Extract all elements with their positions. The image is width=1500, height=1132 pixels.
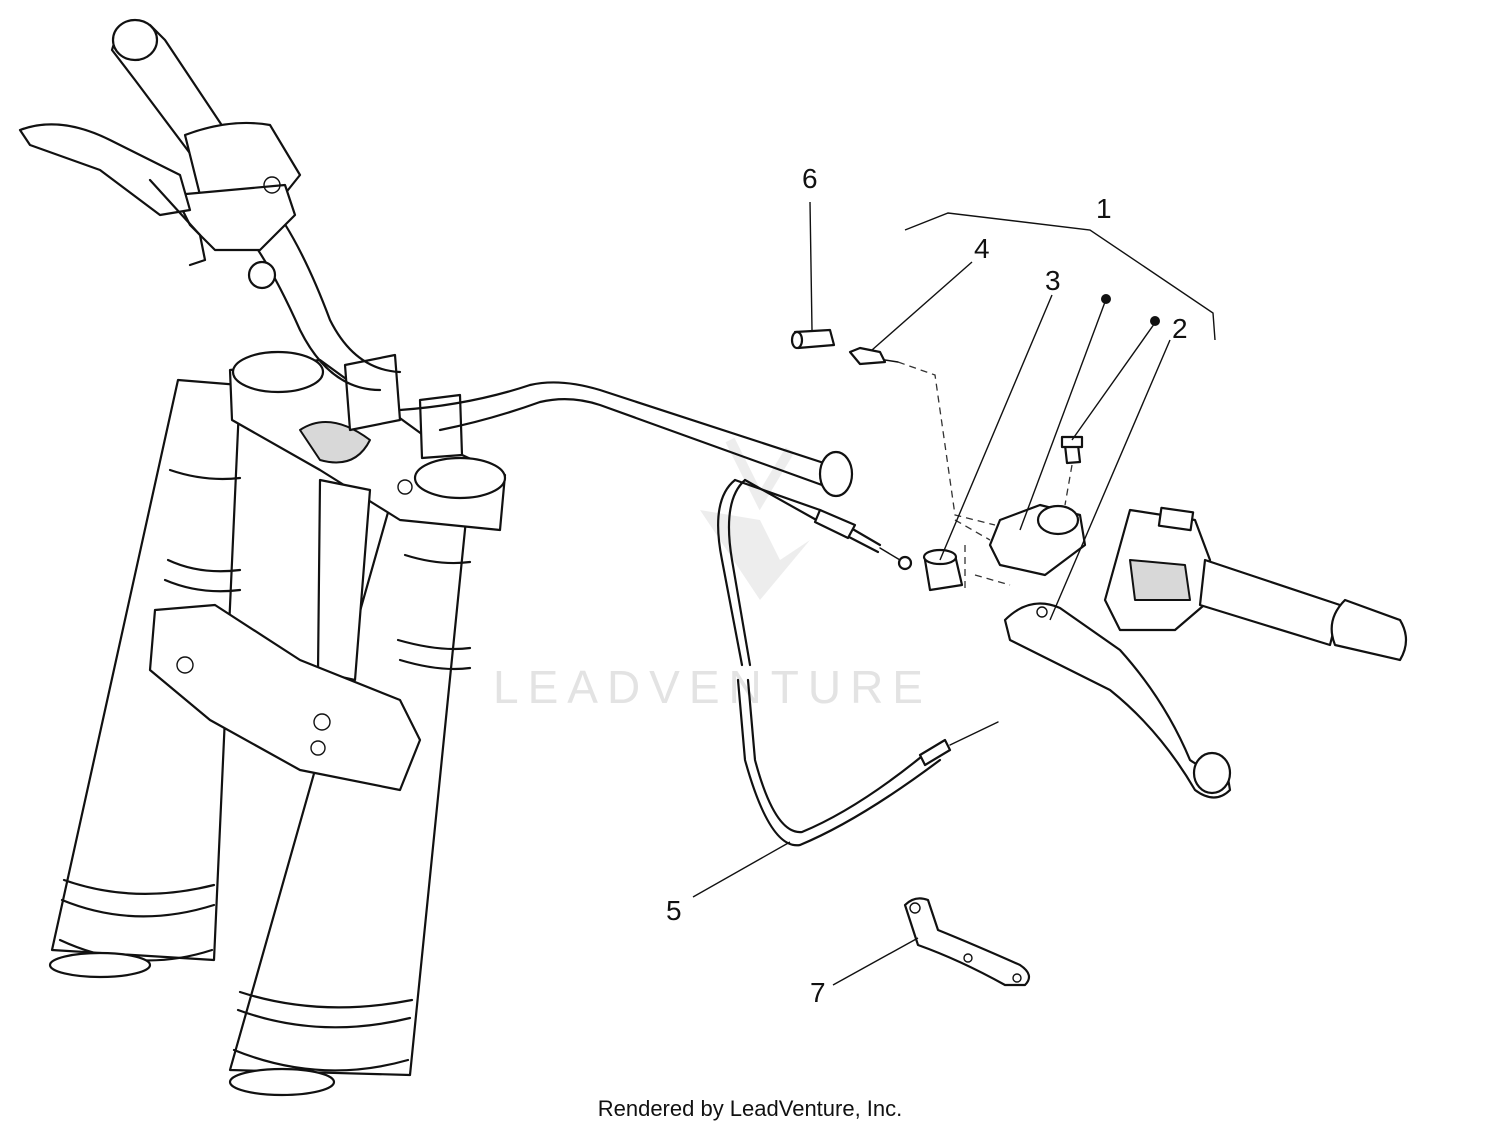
callout-3: 3 bbox=[1045, 265, 1061, 296]
clutch-lever bbox=[1003, 602, 1232, 799]
watermark-text: LEADVENTURE bbox=[493, 661, 932, 713]
cable-bracket bbox=[903, 897, 1031, 987]
front-fork-assembly bbox=[48, 350, 507, 1097]
lever-perch bbox=[988, 503, 1087, 577]
right-grip-switch bbox=[1103, 506, 1408, 662]
switch-part bbox=[848, 346, 899, 366]
group-bracket bbox=[904, 212, 1216, 341]
callout-2: 2 bbox=[1172, 313, 1188, 344]
leader-lines bbox=[692, 201, 1171, 986]
watermark-logo bbox=[700, 437, 810, 600]
callout-4: 4 bbox=[974, 233, 990, 264]
marker-dot bbox=[1101, 294, 1111, 304]
callout-6: 6 bbox=[802, 163, 818, 194]
clutch-cable bbox=[717, 478, 999, 847]
callout-7: 7 bbox=[810, 977, 826, 1008]
marker-dot bbox=[1150, 316, 1160, 326]
callout-1: 1 bbox=[1096, 193, 1112, 224]
left-brake-assembly bbox=[18, 18, 302, 290]
adjuster-nut bbox=[922, 548, 964, 592]
callout-5: 5 bbox=[666, 895, 682, 926]
footer-credit: Rendered by LeadVenture, Inc. bbox=[597, 1096, 903, 1121]
assembly-guide-lines bbox=[897, 361, 1073, 590]
bolt bbox=[1060, 435, 1084, 465]
cap-part bbox=[790, 328, 836, 350]
